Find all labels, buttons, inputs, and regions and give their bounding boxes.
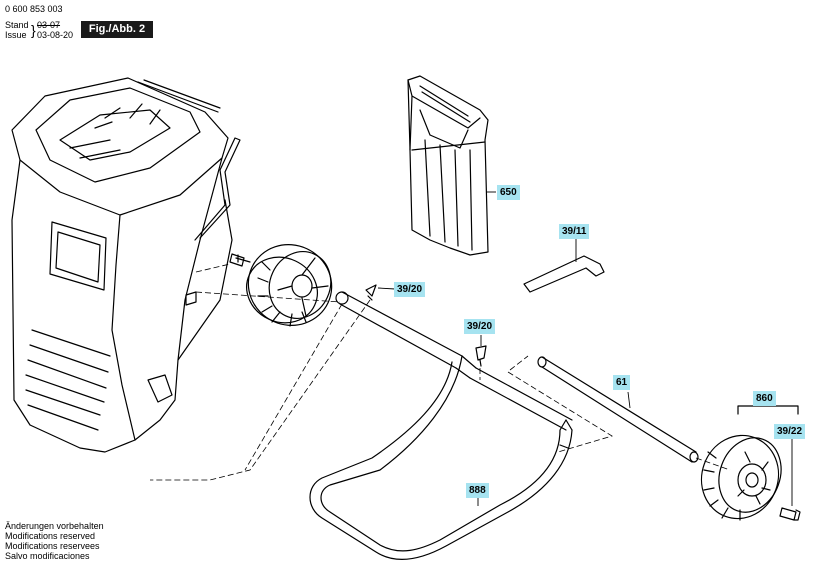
wheel-left [246,244,333,327]
screw-39-20-b [475,345,487,367]
issue-label: Issue [5,30,27,40]
callout-888: 888 [466,483,489,498]
grass-bag [407,75,489,256]
callout-39-11: 39/11 [559,224,590,239]
wheel-right [700,434,782,521]
stand-label: Stand [5,20,29,30]
callout-39-20-a: 39/20 [394,282,426,297]
callout-61: 61 [613,375,631,390]
footer-notes: Änderungen vorbehalten Modifications res… [5,521,104,561]
note-line: Modifications reserved [5,531,96,541]
frame-axle-tube [335,291,477,379]
issue-date: 03-08-20 [37,30,74,40]
stand-date: 03-07 [37,20,61,30]
shredder-body [11,77,241,453]
axle-rod [537,356,699,463]
figure-label: Fig./Abb. 2 [81,21,153,38]
leader-lines [377,191,793,506]
callout-39-20-b: 39/20 [464,319,496,334]
note-line: Salvo modificaciones [5,551,90,561]
screw-left [229,253,251,267]
callout-860: 860 [753,391,776,406]
callout-39-22: 39/22 [774,424,806,439]
hex-key [523,255,605,293]
callout-650: 650 [497,185,520,200]
screw-right [779,507,801,521]
note-line: Modifications reservees [5,541,100,551]
screw-39-20-a [365,284,377,301]
note-line: Änderungen vorbehalten [5,521,104,531]
bracket-glyph: } [31,22,36,38]
u-frame [309,355,573,560]
assembly-lines [150,263,731,481]
bracket-860 [737,405,799,415]
part-number: 0 600 853 003 [5,4,63,14]
